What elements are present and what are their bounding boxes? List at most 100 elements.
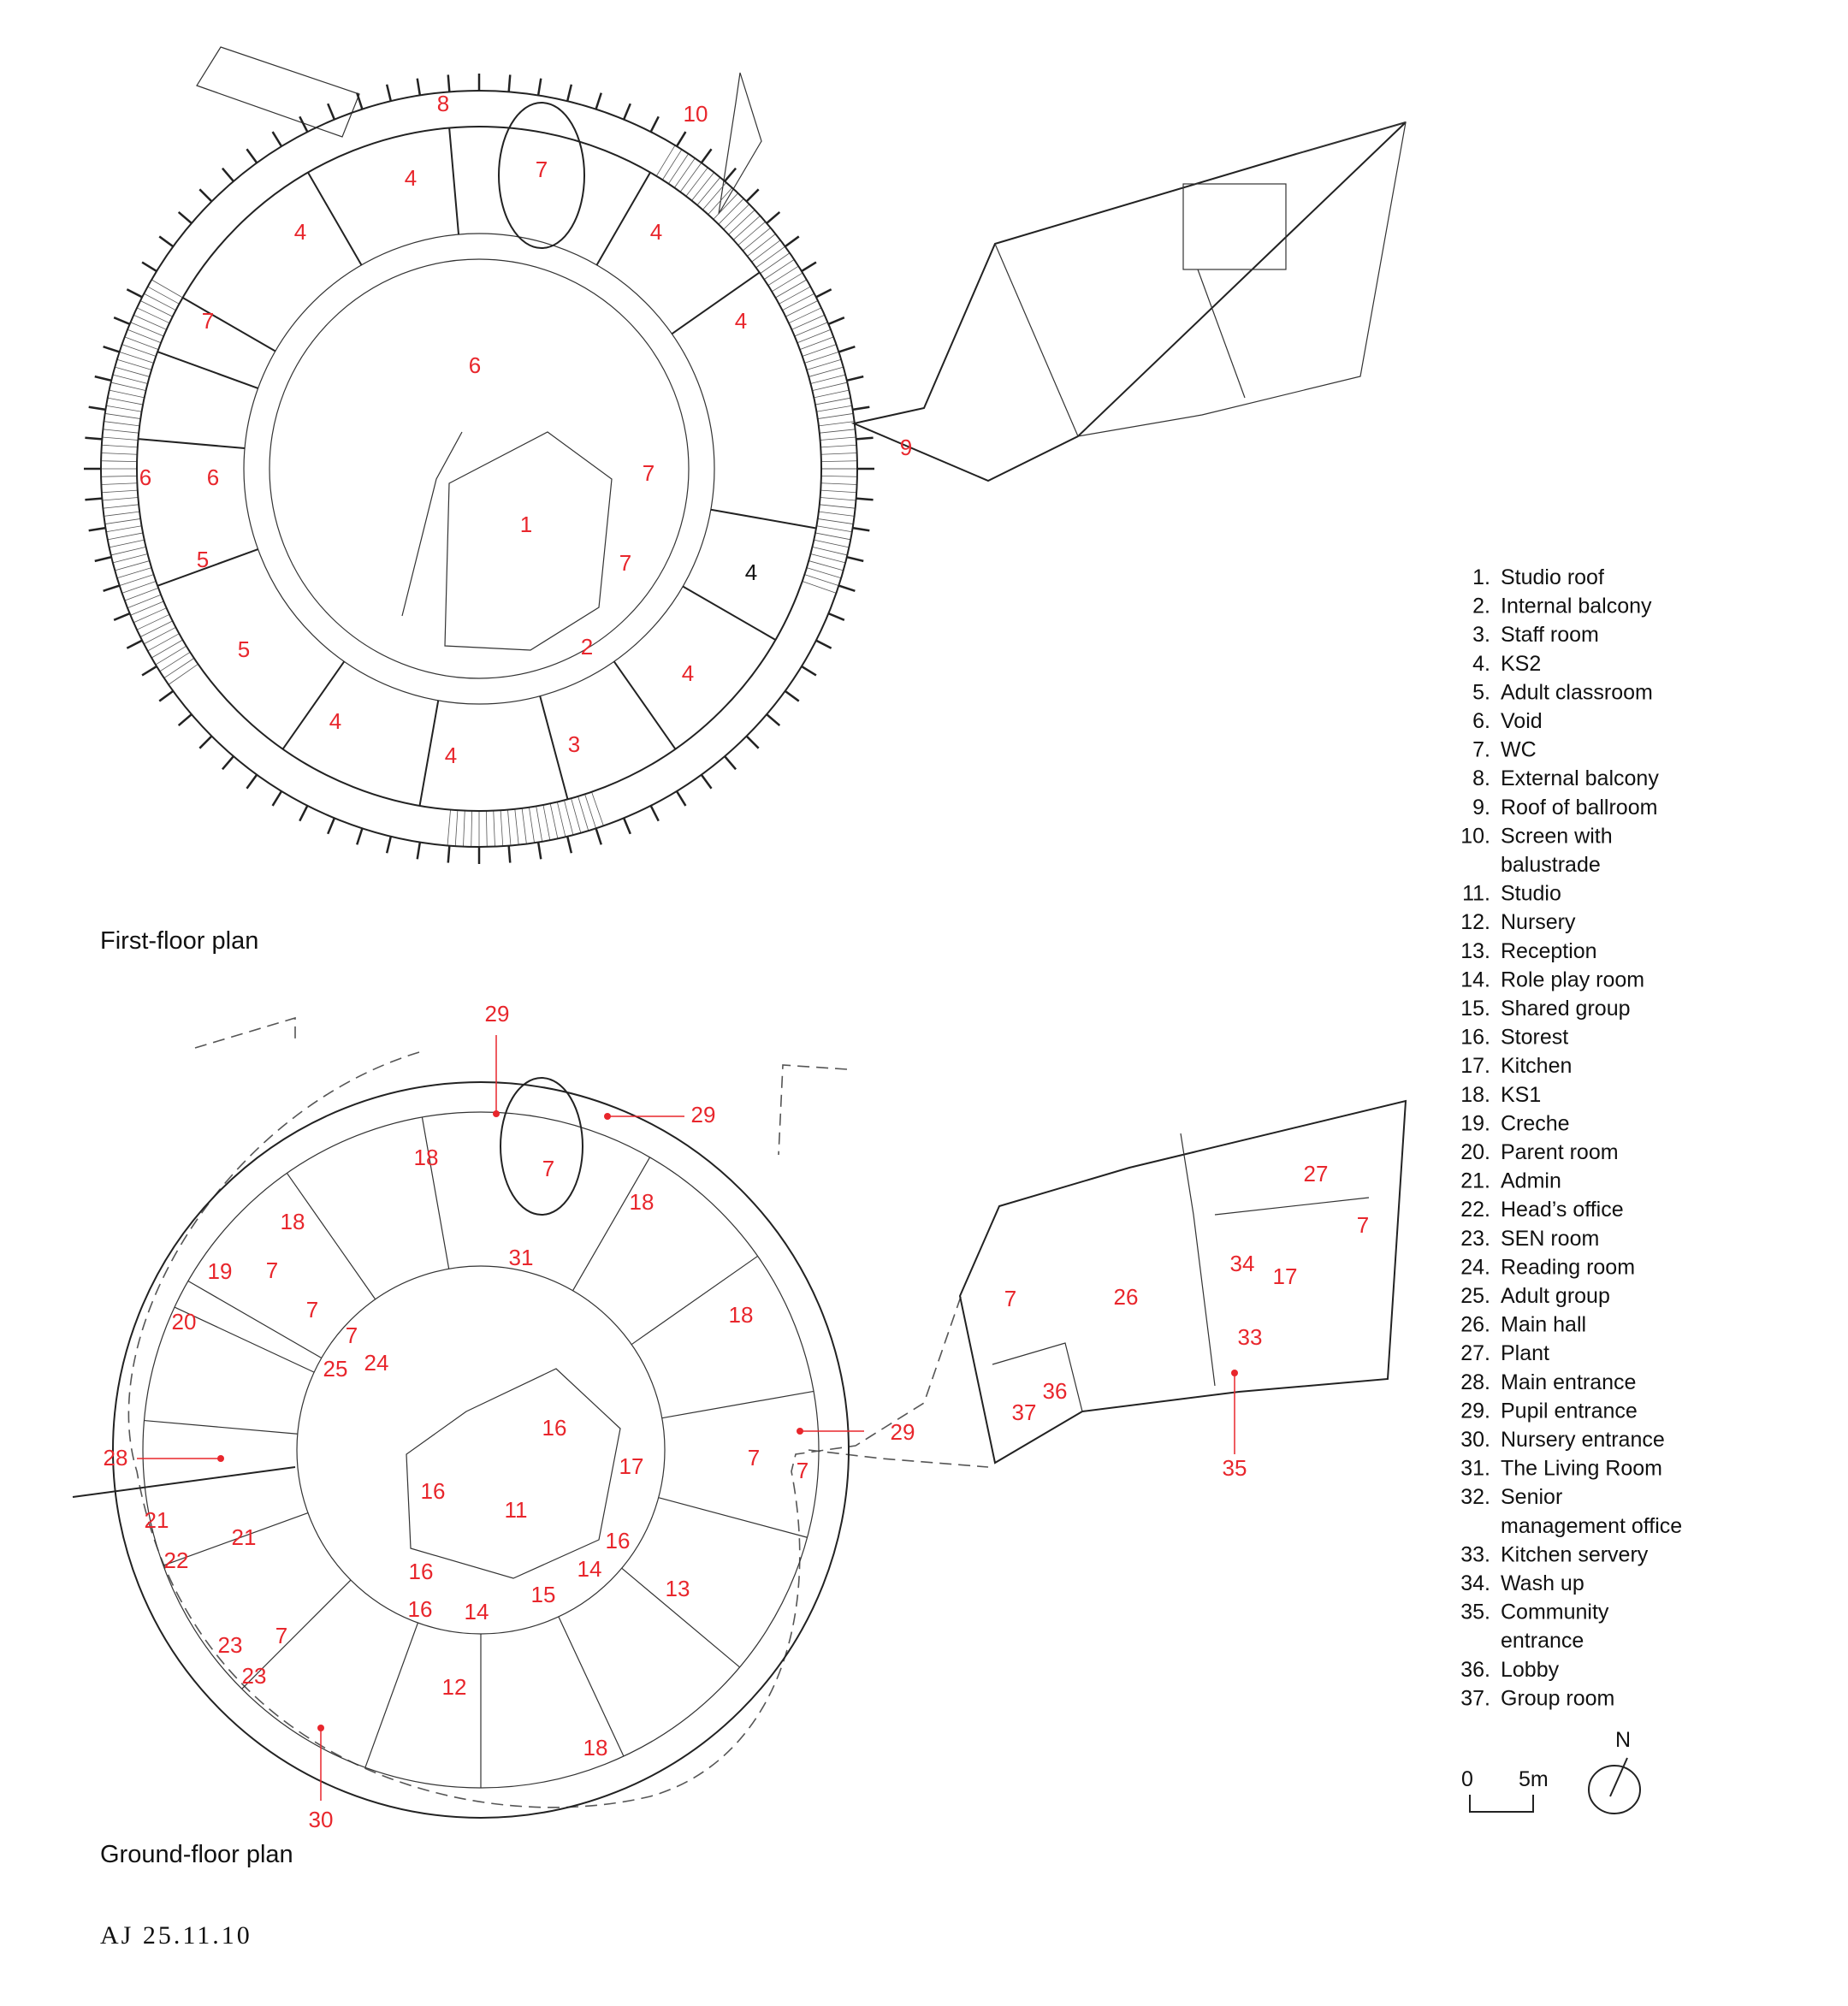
legend-number: 34. [1460, 1571, 1490, 1595]
legend-number: 6. [1472, 709, 1490, 733]
ground-floor-room-label: 7 [748, 1445, 760, 1470]
legend-number: 35. [1460, 1601, 1490, 1624]
first-floor-room-label: 6 [207, 465, 219, 490]
svg-text:N: N [1615, 1728, 1631, 1752]
first-floor-room-label: 4 [405, 165, 417, 191]
ground-floor-room-label: 16 [606, 1528, 631, 1553]
first-floor-room-label: 4 [735, 308, 747, 334]
legend-text: Lobby [1501, 1658, 1560, 1682]
ground-floor-room-label: 18 [583, 1735, 608, 1760]
ground-floor-room-label: 7 [275, 1623, 287, 1648]
legend-text: Shared group [1501, 997, 1631, 1021]
legend-text: Parent room [1501, 1140, 1619, 1164]
legend-text: SEN room [1501, 1227, 1599, 1251]
legend-number: 25. [1460, 1284, 1490, 1308]
legend-number: 37. [1460, 1686, 1490, 1710]
first-floor-room-label: 4 [329, 708, 341, 734]
legend-number: 17. [1460, 1054, 1490, 1078]
legend-number: 22. [1460, 1198, 1490, 1222]
wc-pod [498, 102, 585, 249]
legend-text: balustrade [1501, 853, 1601, 877]
screen-with-balustrade [196, 46, 360, 138]
ground-floor-plan [72, 1016, 1407, 1819]
legend-number: 33. [1460, 1542, 1490, 1566]
ground-floor-room-label: 21 [232, 1524, 257, 1550]
legend-text: Studio roof [1501, 565, 1604, 589]
first-floor-plan [84, 46, 1407, 864]
legend-number: 16. [1460, 1026, 1490, 1050]
legend-number: 30. [1460, 1428, 1490, 1452]
ground-floor-room-label: 33 [1238, 1324, 1263, 1350]
legend-number: 3. [1472, 623, 1490, 647]
ground-floor-room-label: 18 [281, 1209, 305, 1234]
legend-text: Staff room [1501, 623, 1599, 647]
publication-date: AJ 25.11.10 [100, 1921, 252, 1950]
legend-number: 29. [1460, 1399, 1490, 1423]
ground-floor-room-label: 14 [465, 1599, 489, 1624]
ground-floor-room-label: 24 [364, 1350, 389, 1376]
legend-text: Pupil entrance [1501, 1399, 1638, 1423]
main-hall-annex [958, 1099, 1407, 1465]
ground-floor-room-label: 16 [421, 1478, 446, 1504]
first-floor-room-label: 8 [437, 91, 449, 116]
legend-number: 9. [1472, 796, 1490, 820]
studio-roof [444, 431, 613, 651]
ground-floor-room-label: 23 [242, 1663, 267, 1689]
ground-floor-room-label: 16 [409, 1559, 434, 1584]
legend-text: Studio [1501, 882, 1561, 906]
ground-floor-room-label: 18 [630, 1189, 654, 1215]
legend-number: 24. [1460, 1255, 1490, 1279]
ground-floor-room-label: 7 [346, 1323, 358, 1348]
legend-text: Adult group [1501, 1284, 1610, 1308]
ground-floor-room-label: 7 [306, 1297, 318, 1323]
ground-floor-room-label: 7 [266, 1257, 278, 1283]
legend-number: 1. [1472, 565, 1490, 589]
first-floor-room-label: 2 [581, 634, 593, 660]
legend-text: Reception [1501, 939, 1597, 963]
legend-number: 31. [1460, 1457, 1490, 1481]
legend-text: Reading room [1501, 1255, 1635, 1279]
ground-floor-room-label: 28 [104, 1445, 128, 1470]
ground-floor-room-label: 34 [1230, 1251, 1255, 1276]
legend-number: 36. [1460, 1658, 1490, 1682]
ground-floor-room-label: 18 [729, 1302, 754, 1328]
first-floor-room-label: 9 [900, 435, 912, 460]
legend-text: Roof of ballroom [1501, 796, 1657, 820]
legend-number: 10. [1460, 824, 1490, 848]
ground-floor-room-label: 29 [485, 1001, 510, 1027]
legend-text: Senior [1501, 1485, 1562, 1509]
legend-text: Main entrance [1501, 1370, 1636, 1394]
legend-number: 20. [1460, 1140, 1490, 1164]
ground-floor-room-label: 7 [1357, 1212, 1369, 1238]
legend-number: 32. [1460, 1485, 1490, 1509]
legend-text: Internal balcony [1501, 595, 1652, 618]
legend-number: 7. [1472, 738, 1490, 762]
ground-floor-room-label: 18 [414, 1145, 439, 1170]
legend-number: 4. [1472, 652, 1490, 676]
legend-number: 13. [1460, 939, 1490, 963]
legend-number: 18. [1460, 1083, 1490, 1107]
first-floor-room-label: 4 [650, 219, 662, 245]
first-floor-room-label: 5 [197, 547, 209, 572]
legend-text: KS2 [1501, 652, 1541, 676]
first-floor-room-label: 5 [238, 636, 250, 662]
first-floor-room-label: 6 [469, 352, 481, 378]
legend-text: Kitchen servery [1501, 1542, 1649, 1566]
first-floor-room-label: 7 [619, 550, 631, 576]
first-floor-room-label: 4 [445, 743, 457, 768]
ground-floor-room-label: 35 [1223, 1455, 1247, 1481]
legend-number: 5. [1472, 680, 1490, 704]
legend-number: 8. [1472, 766, 1490, 790]
legend-text: The Living Room [1501, 1457, 1662, 1481]
first-floor-room-label: 7 [643, 460, 654, 486]
legend-text: Screen with [1501, 824, 1613, 848]
legend-number: 26. [1460, 1313, 1490, 1337]
studio [406, 1368, 621, 1579]
legend-text: Head’s office [1501, 1198, 1624, 1222]
legend-number: 27. [1460, 1341, 1490, 1365]
first-floor-caption: First-floor plan [100, 927, 258, 955]
legend-number: 23. [1460, 1227, 1490, 1251]
first-floor-room-label: 1 [520, 512, 532, 537]
